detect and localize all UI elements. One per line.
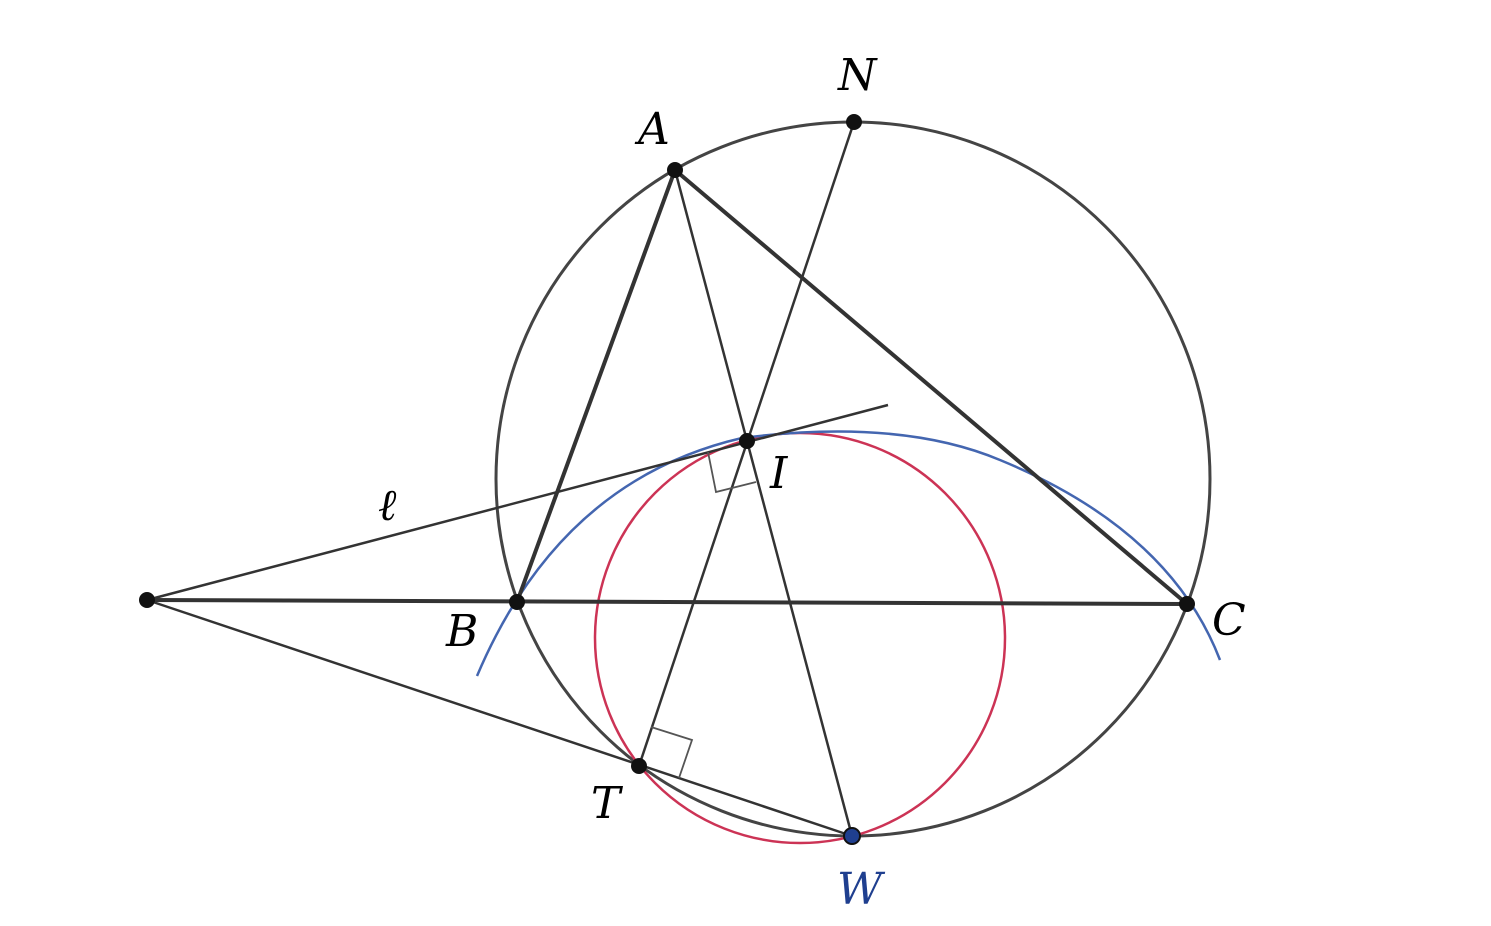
point-t <box>631 758 647 774</box>
line-left-point-w <box>146 598 853 838</box>
label-n: N <box>837 50 878 101</box>
label-w: W <box>837 864 886 915</box>
label-ell: ℓ <box>378 480 397 531</box>
right-angle-mark-t <box>650 726 694 779</box>
label-a: A <box>634 104 670 155</box>
label-c: C <box>1212 595 1246 646</box>
blue-arc <box>475 430 1222 677</box>
point-c <box>1179 596 1195 612</box>
side-bc-extended <box>146 598 1188 606</box>
line-ell <box>146 403 889 602</box>
point-i <box>739 433 755 449</box>
point-a <box>667 162 683 178</box>
point-n <box>846 114 862 130</box>
label-i: I <box>769 448 789 499</box>
side-ac <box>673 168 1189 606</box>
point-b <box>509 594 525 610</box>
line-aw <box>673 169 854 837</box>
label-t: T <box>591 778 624 829</box>
point-w <box>843 827 861 845</box>
side-ab <box>515 169 677 603</box>
point-left <box>139 592 155 608</box>
label-b: B <box>445 606 478 657</box>
right-angle-mark-i <box>707 451 757 494</box>
